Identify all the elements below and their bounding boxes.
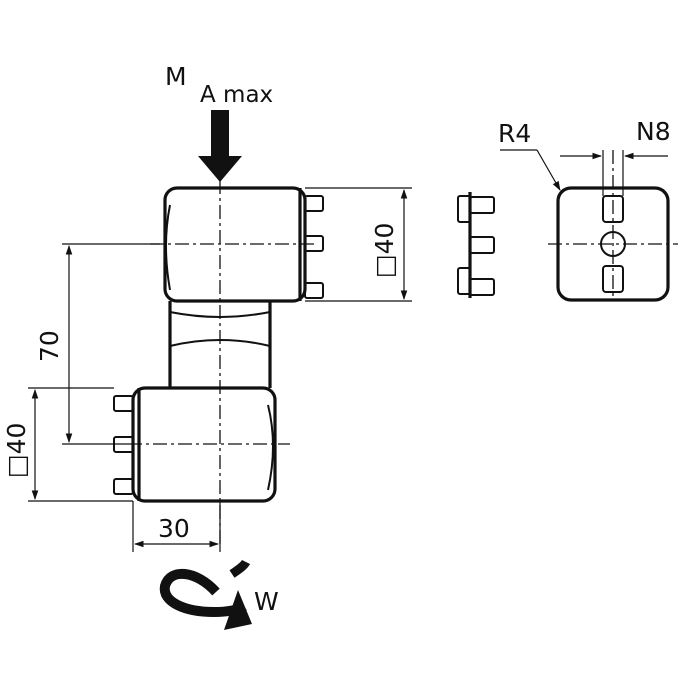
- end-view: [548, 150, 678, 302]
- slot-label: N8: [636, 117, 671, 146]
- load-arrow: [198, 110, 242, 182]
- square-left-label: □40: [2, 423, 31, 478]
- dimension-square-top: [305, 187, 412, 302]
- rotation-arrow-icon: [159, 559, 252, 630]
- dimension-vertical-distance: [62, 243, 160, 445]
- square-top-label: □40: [370, 223, 399, 278]
- dimension-square-left: [28, 387, 133, 502]
- rotation-label: W: [254, 587, 279, 616]
- moment-label: M: [165, 62, 187, 91]
- horizontal-distance-label: 30: [158, 514, 190, 543]
- vertical-distance-label: 70: [35, 330, 64, 362]
- dimension-horizontal-distance: [132, 501, 221, 552]
- side-view: [457, 192, 495, 298]
- dimension-slot: [560, 150, 668, 196]
- dimension-radius: [500, 149, 561, 191]
- moment-subscript: A max: [200, 82, 273, 108]
- radius-label: R4: [498, 119, 531, 148]
- center-lines: [128, 180, 318, 548]
